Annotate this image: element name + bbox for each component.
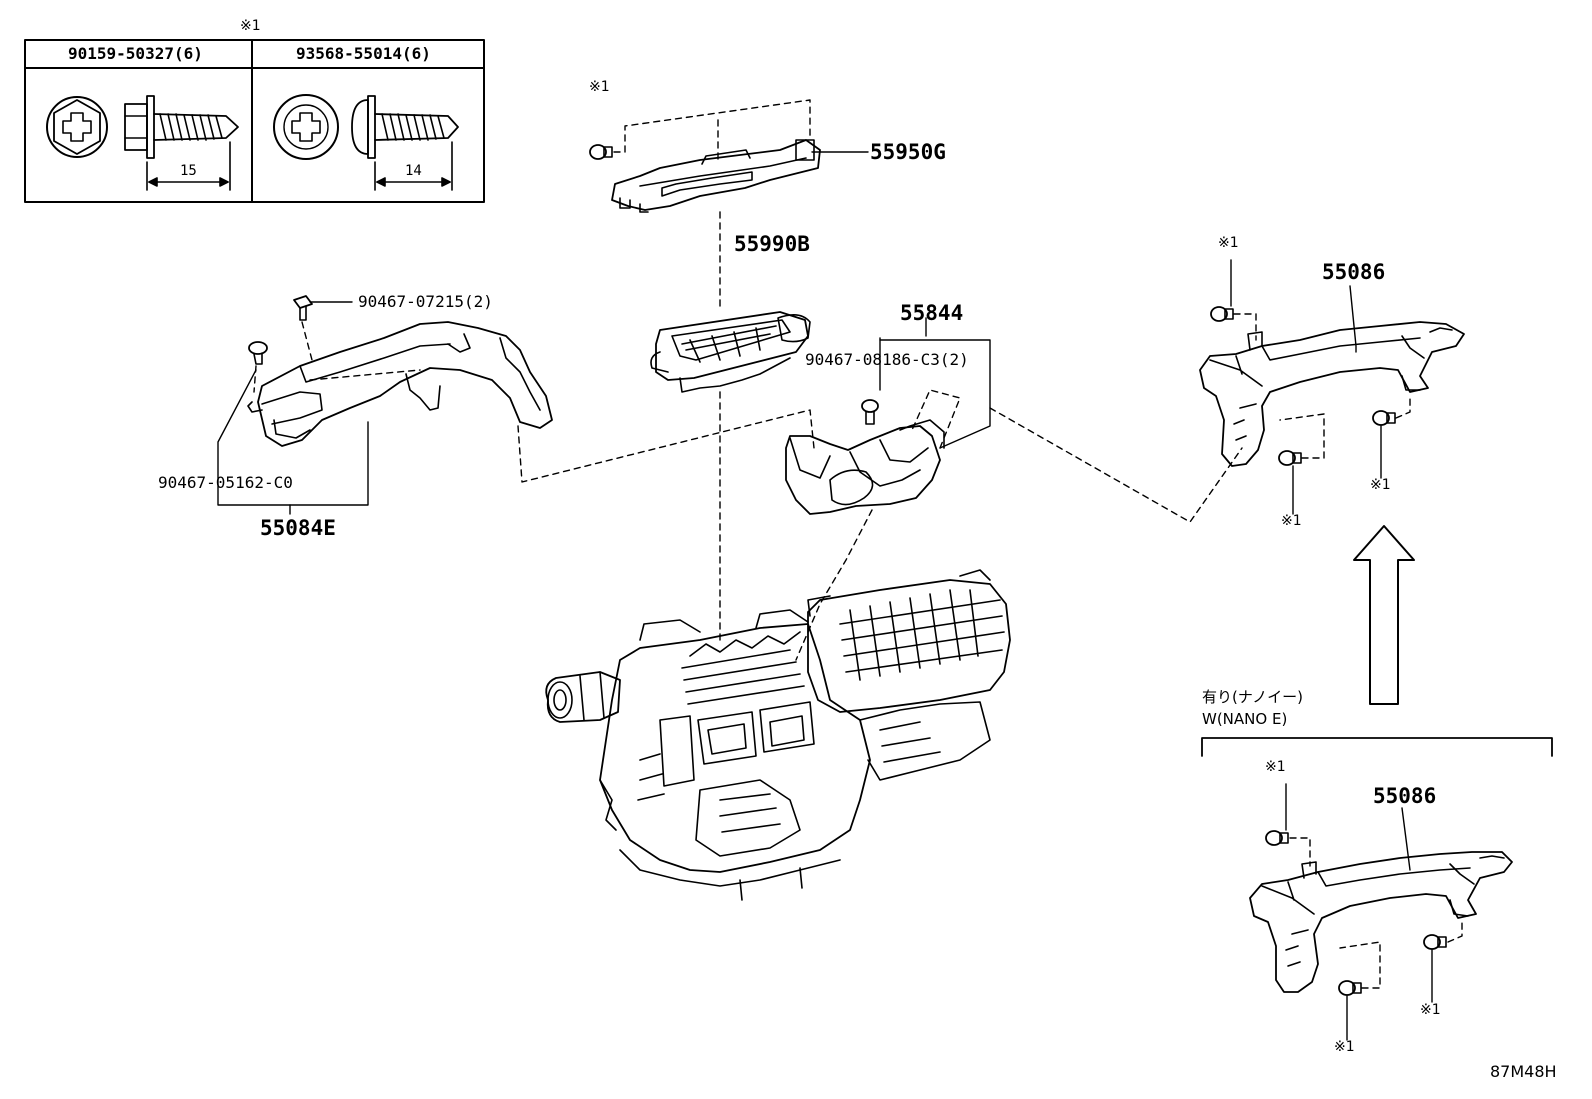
right-duct-top-mark-lower-left: ※1 (1281, 513, 1302, 529)
clip-icon (589, 144, 613, 160)
right-duct-bottom-mark-upper: ※1 (1265, 759, 1286, 775)
right-duct-top-guides (1233, 313, 1411, 459)
center-bracket-mark: ※1 (589, 79, 610, 95)
left-screw-length: 15 (180, 163, 197, 179)
left-duct-part (247, 321, 553, 447)
right-duct-bottom-guides (1289, 837, 1463, 989)
hex-flange-screw-icon (46, 95, 239, 191)
screw-table-note-mark: ※1 (240, 18, 261, 34)
right-duct-top-part (1199, 321, 1465, 467)
screw-clip-icon (861, 399, 879, 425)
right-screw-length: 14 (405, 163, 422, 179)
right-duct-bottom-leaders (1285, 783, 1433, 1041)
left-screw-part-number: 90159-50327(6) (68, 44, 203, 63)
variant-label-japanese: 有り(ナノイー) (1202, 688, 1303, 706)
hvac-unit-part (545, 569, 1011, 901)
pan-head-screw-icon (273, 94, 459, 191)
variant-bracket (1201, 737, 1553, 757)
right-duct-top-mark-lower-right: ※1 (1370, 477, 1391, 493)
center-duct-clip-number: 90467-08186-C3(2) (805, 350, 969, 369)
register-duct-part-number: 55990B (734, 232, 810, 256)
center-bracket-guides (613, 99, 811, 161)
right-duct-bottom-clips (1265, 830, 1447, 996)
right-duct-bottom-part-number: 55086 (1373, 784, 1437, 808)
right-duct-top-part-number: 55086 (1322, 260, 1386, 284)
left-duct-part-number: 55084E (260, 516, 336, 540)
up-arrow-icon (1353, 525, 1415, 705)
center-bracket-part-number: 55950G (870, 140, 946, 164)
right-screw-part-number: 93568-55014(6) (296, 44, 431, 63)
center-duct-part-number: 55844 (900, 301, 964, 325)
right-duct-top-mark-upper: ※1 (1218, 235, 1239, 251)
right-duct-top-clips (1210, 306, 1396, 466)
register-duct-part (650, 311, 811, 393)
right-duct-bottom-mark-lower-left: ※1 (1334, 1039, 1355, 1055)
left-duct-upper-clip-number: 90467-07215(2) (358, 292, 493, 311)
right-duct-top-leaders (1230, 259, 1382, 515)
push-clip-icon (248, 295, 313, 365)
screw-table (24, 39, 485, 203)
variant-label-english: W(NANO E) (1202, 710, 1288, 728)
center-bracket-part (589, 139, 821, 213)
right-duct-bottom-part (1249, 851, 1513, 993)
diagram-code: 87M48H (1490, 1062, 1557, 1081)
left-duct-lower-clip-number: 90467-05162-C0 (158, 473, 293, 492)
right-duct-bottom-mark-lower-right: ※1 (1420, 1002, 1441, 1018)
